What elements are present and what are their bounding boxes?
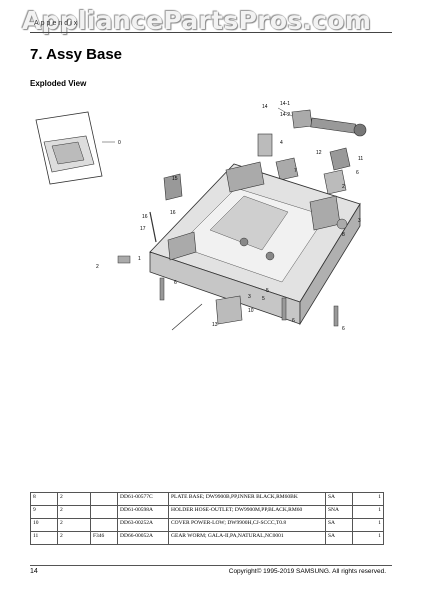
callout: 2: [96, 264, 99, 270]
callout: 14: [262, 104, 268, 110]
section-title: 7. Assy Base: [30, 46, 123, 63]
chapter-tag: Appendix: [34, 20, 80, 27]
exploded-view-diagram: 0 14 14-1 14-2 4 12 11 15 7 6 2 16 16 17…: [35, 101, 367, 332]
table-row: 8 2 DD61-00577C PLATE BASE; DW9900B,PP,I…: [30, 492, 384, 506]
table-row: 9 2 DD61-00598A HOLDER HOSE-OUTLET; DW99…: [30, 505, 384, 519]
callout: 4: [280, 140, 283, 146]
callout: 7: [294, 168, 297, 174]
callout: 6: [356, 170, 359, 176]
callout: 11: [358, 156, 363, 162]
callout: 8: [342, 232, 345, 238]
callout: 5: [266, 288, 269, 294]
inset-subassembly: [35, 111, 115, 185]
footer-rule: [30, 565, 392, 566]
table-row: 10 2 DD63-00252A COVER POWER-LOW; DW9900…: [30, 518, 384, 532]
callout: 3: [358, 218, 361, 224]
callout: 14-2: [280, 112, 290, 118]
hose-assembly: [277, 107, 367, 137]
callout: 2: [342, 184, 345, 190]
exploded-view-heading: Exploded View: [30, 79, 87, 88]
callout: 10: [248, 308, 254, 314]
lower-parts: [117, 211, 348, 331]
upper-parts: [163, 133, 351, 201]
callout: 16: [142, 214, 148, 220]
callout: 13: [212, 322, 218, 328]
title-rule: [30, 32, 392, 33]
callout: 0: [118, 140, 121, 146]
watermark: AppliancePartsPros.com: [22, 6, 372, 35]
page-number: 14: [30, 568, 38, 575]
table-row: 11 2 F346 DD66-00052A GEAR WORM; GALA-II…: [30, 531, 384, 545]
callout-labels: 0 14 14-1 14-2 4 12 11 15 7 6 2 16 16 17…: [96, 101, 363, 332]
callout: 6: [174, 280, 177, 286]
callout: 5: [262, 296, 265, 302]
callout: 16: [170, 210, 176, 216]
callout: 15: [172, 176, 178, 182]
parts-table: 8 2 DD61-00577C PLATE BASE; DW9900B,PP,I…: [30, 492, 384, 545]
callout: 1: [138, 256, 141, 262]
callout: 17: [140, 226, 146, 232]
base-frame: [149, 161, 361, 326]
callout: 14-1: [280, 101, 290, 107]
callout: 6: [292, 318, 295, 324]
callout: 12: [316, 150, 322, 156]
callout: 3: [248, 294, 251, 300]
copyright: Copyright© 1995-2019 SAMSUNG. All rights…: [228, 568, 386, 575]
callout: 6: [342, 326, 345, 332]
